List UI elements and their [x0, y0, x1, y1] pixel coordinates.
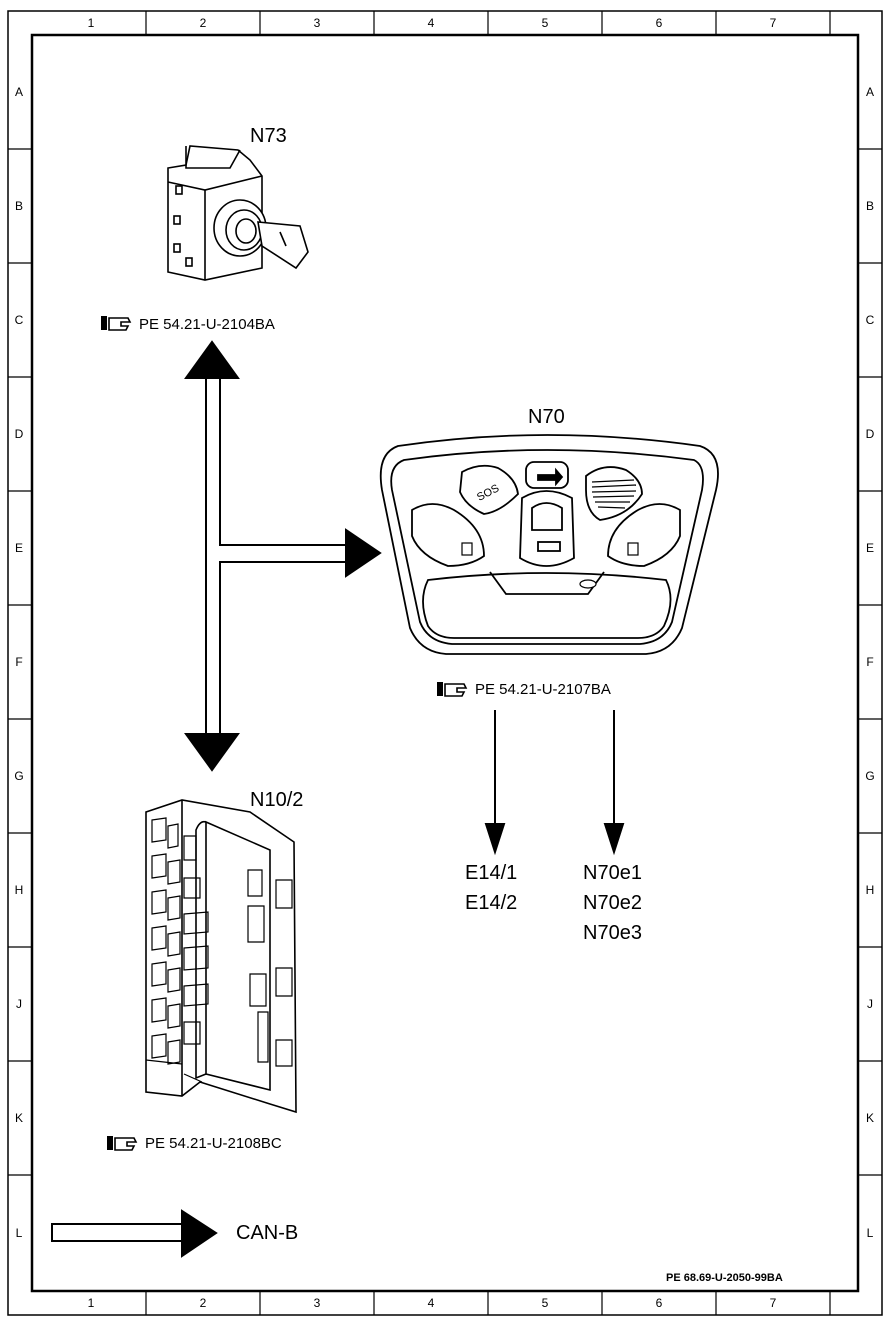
row-label: B [15, 199, 23, 213]
n73-label: N73 [250, 125, 287, 147]
row-label: G [14, 769, 23, 783]
col-label: 3 [314, 1296, 321, 1310]
can-b-legend-arrow [51, 1209, 218, 1258]
n70-overhead-panel [379, 434, 719, 655]
col-label: 2 [200, 1296, 207, 1310]
row-label: D [866, 427, 875, 441]
row-label: C [866, 313, 875, 327]
row-label: F [15, 655, 22, 669]
can-b-legend-label: CAN-B [236, 1222, 298, 1244]
col-label: 7 [770, 16, 777, 30]
n10-2-ref: PE 54.21-U-2108BC [145, 1135, 282, 1152]
row-label: E [866, 541, 874, 555]
output-n70e1: N70e1 [583, 862, 642, 884]
col-label: 5 [542, 16, 549, 30]
n10-2-control-unit [145, 799, 297, 1114]
row-label: J [867, 997, 873, 1011]
col-label: 2 [200, 16, 207, 30]
column-labels-bottom: 1 2 3 4 5 6 7 [88, 1296, 777, 1310]
col-label: 3 [314, 16, 321, 30]
output-arrows [484, 710, 625, 856]
row-label: C [15, 313, 24, 327]
col-label: 1 [88, 16, 95, 30]
output-n70e3: N70e3 [583, 922, 642, 944]
col-label: 5 [542, 1296, 549, 1310]
row-label: B [866, 199, 874, 213]
reference-pointer-icon [107, 1136, 138, 1151]
output-e14-1: E14/1 [465, 862, 517, 884]
n70-label: N70 [528, 406, 565, 428]
row-label: A [15, 85, 23, 99]
row-label: H [15, 883, 24, 897]
row-label: A [866, 85, 874, 99]
column-dividers [145, 11, 831, 1315]
row-label: G [865, 769, 874, 783]
outer-frame [7, 10, 883, 1316]
row-label: F [866, 655, 873, 669]
row-label: J [16, 997, 22, 1011]
row-label: K [866, 1111, 874, 1125]
row-labels-left: A B C D E F G H J K L [14, 85, 23, 1240]
row-labels-right: A B C D E F G H J K L [865, 85, 874, 1240]
row-label: D [15, 427, 24, 441]
n73-ref: PE 54.21-U-2104BA [139, 316, 275, 333]
row-label: L [16, 1226, 23, 1240]
col-label: 4 [428, 16, 435, 30]
col-label: 1 [88, 1296, 95, 1310]
row-label: E [15, 541, 23, 555]
reference-pointer-icon [101, 316, 132, 331]
can-bus-arrows [184, 340, 382, 772]
n70-ref: PE 54.21-U-2107BA [475, 681, 611, 698]
n73-ignition-switch [167, 145, 309, 281]
n10-2-label: N10/2 [250, 789, 303, 811]
col-label: 6 [656, 16, 663, 30]
row-label: L [867, 1226, 874, 1240]
output-n70e2: N70e2 [583, 892, 642, 914]
output-e14-2: E14/2 [465, 892, 517, 914]
col-label: 4 [428, 1296, 435, 1310]
row-dividers [8, 148, 882, 1176]
col-label: 7 [770, 1296, 777, 1310]
row-label: K [15, 1111, 23, 1125]
inner-frame [30, 33, 860, 1293]
col-label: 6 [656, 1296, 663, 1310]
document-id: PE 68.69-U-2050-99BA [666, 1272, 783, 1284]
column-labels-top: 1 2 3 4 5 6 7 [88, 16, 777, 30]
row-label: H [866, 883, 875, 897]
reference-pointer-icon [437, 682, 468, 697]
